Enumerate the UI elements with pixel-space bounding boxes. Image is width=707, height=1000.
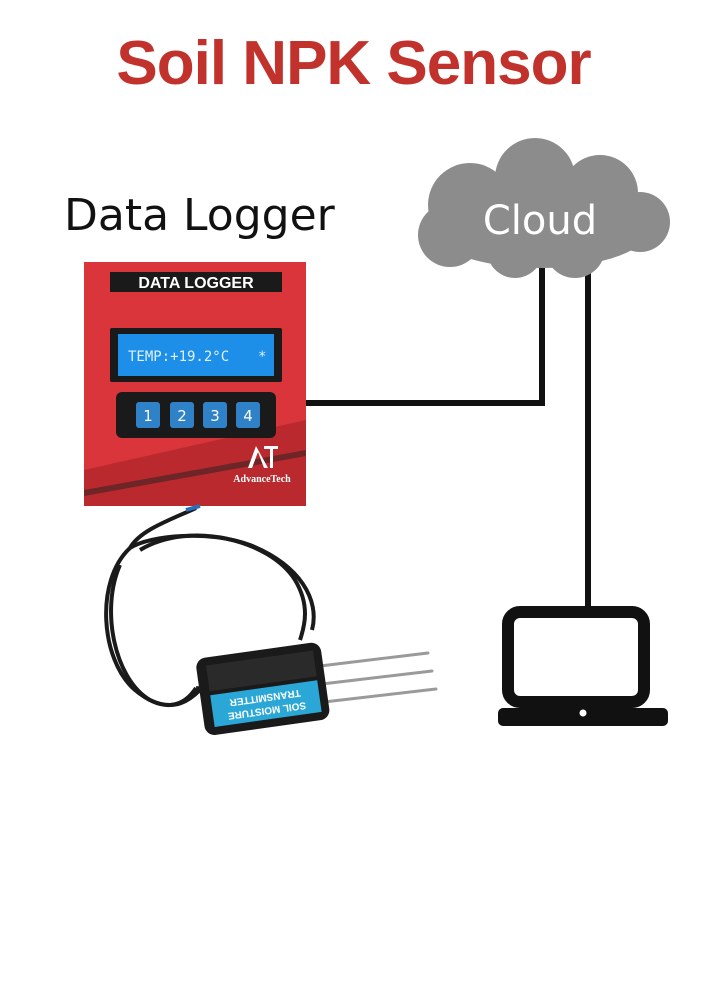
cloud-label: Cloud xyxy=(483,198,597,244)
sensor-probes xyxy=(318,651,438,704)
lcd-screen xyxy=(118,334,274,376)
lcd-text: TEMP:+19.2°C xyxy=(128,349,229,365)
data-logger-caption: Data Logger xyxy=(64,190,335,241)
keypad-label-4: 4 xyxy=(243,407,253,425)
soil-moisture-transmitter: SOIL MOISTURE TRANSMITTER xyxy=(196,642,330,735)
lcd-cursor: * xyxy=(258,349,266,365)
keypad-button-1[interactable] xyxy=(136,402,160,428)
page-title: Soil NPK Sensor xyxy=(116,29,591,98)
keypad-button-2[interactable] xyxy=(170,402,194,428)
keypad-label-1: 1 xyxy=(143,407,153,425)
data-logger-device: DATA LOGGER TEMP:+19.2°C * 1 2 3 4 Advan… xyxy=(84,262,306,506)
laptop-icon xyxy=(498,606,668,726)
cloud-icon: Cloud xyxy=(418,138,670,278)
keypad-label-3: 3 xyxy=(210,407,220,425)
sensor-label-plate xyxy=(210,680,322,727)
keypad-button-3[interactable] xyxy=(203,402,227,428)
panel-label: DATA LOGGER xyxy=(138,275,254,292)
sensor-cable xyxy=(104,506,316,707)
wire-logger-to-cloud xyxy=(305,268,545,406)
brand-label: AdvanceTech xyxy=(233,474,291,485)
panel-label-bar xyxy=(110,272,282,292)
keypad-button-4[interactable] xyxy=(236,402,260,428)
brand-logo-icon xyxy=(248,446,278,468)
keypad-label-2: 2 xyxy=(177,407,187,425)
